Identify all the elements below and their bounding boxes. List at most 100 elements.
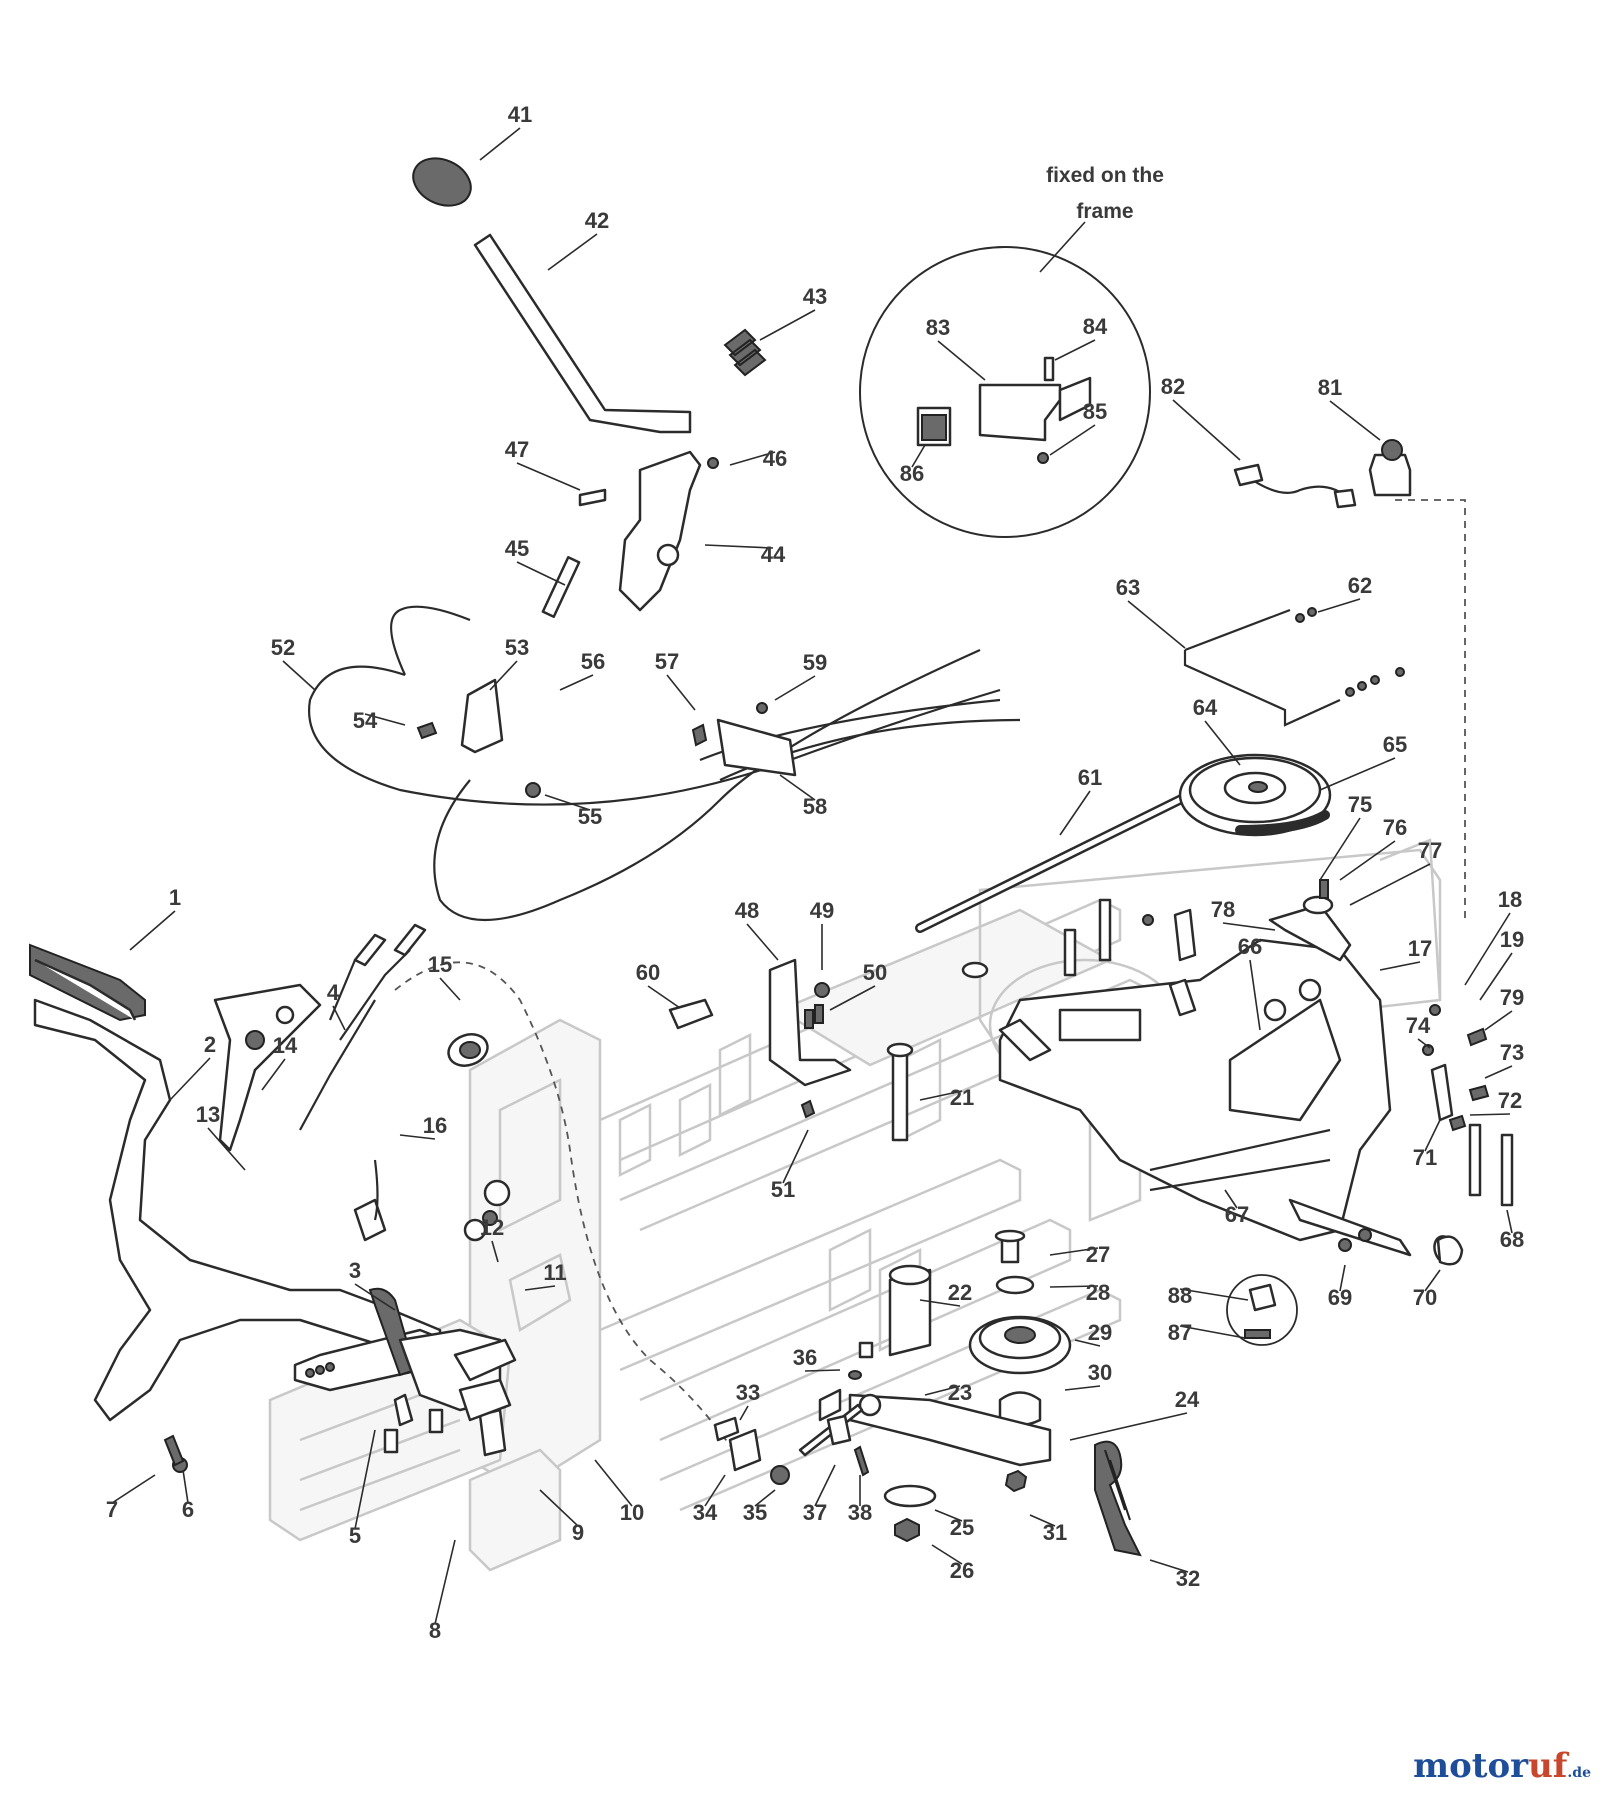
callout-leader-7 [111,1474,156,1504]
callout-number-72: 72 [1498,1088,1522,1113]
callout-number-29: 29 [1088,1320,1112,1345]
switch-parts [1233,439,1412,509]
callout-number-3: 3 [349,1258,361,1283]
callout-number-77: 77 [1418,838,1442,863]
callout-leader-46 [729,451,776,466]
callout-number-69: 69 [1328,1285,1352,1310]
callout-leader-10 [594,1459,633,1507]
rod-assembly [1183,607,1405,727]
callout-leader-78 [1222,922,1276,931]
pedal-assembly [29,943,517,1473]
callout-leader-32 [1149,1559,1189,1573]
bracket-48 [768,958,852,1119]
callout-leader-27 [1049,1247,1099,1256]
callout-number-7: 7 [106,1497,118,1522]
callout-leader-69 [1339,1264,1346,1292]
callout-number-71: 71 [1413,1145,1437,1170]
cable-route-dashed [394,961,741,1461]
callout-leader-50 [829,985,876,1011]
inset-note-line2: frame [1076,200,1133,223]
callout-leader-22 [919,1299,961,1307]
callout-leader-67 [1224,1189,1238,1209]
callout-number-43: 43 [803,284,827,309]
callout-leader-44 [704,544,774,549]
inset-small-circle [1226,1274,1298,1346]
callout-number-64: 64 [1193,695,1218,720]
callout-number-37: 37 [803,1500,827,1525]
callout-leader-73 [1484,1065,1513,1079]
callout-number-74: 74 [1406,1013,1431,1038]
idler-assembly [713,1229,1142,1557]
callout-number-15: 15 [428,952,452,977]
callout-leader-61 [1059,790,1091,836]
callout-number-47: 47 [505,437,529,462]
callout-number-62: 62 [1348,573,1372,598]
right-small-parts [1168,879,1514,1266]
callout-leader-52 [282,660,316,691]
callout-leader-34 [704,1474,726,1507]
callout-leader-17 [1379,961,1421,971]
callout-number-56: 56 [581,649,605,674]
callout-leader-3 [354,1283,396,1311]
callout-leader-68 [1506,1209,1513,1234]
callout-number-50: 50 [863,960,887,985]
callout-leader-71 [1424,1119,1441,1152]
callout-number-34: 34 [693,1500,718,1525]
callout-number-28: 28 [1086,1280,1110,1305]
inset-parts [916,356,1092,464]
callout-number-67: 67 [1225,1202,1249,1227]
callout-number-21: 21 [950,1085,974,1110]
callout-leader-84 [1054,339,1096,361]
callout-leader-4 [332,1005,346,1031]
callout-leader-62 [1317,598,1361,613]
shift-lever-assembly [412,157,767,618]
callout-leader-53 [489,660,518,691]
callout-leader-77 [1349,863,1431,906]
callout-number-51: 51 [771,1177,795,1202]
callout-leader-82 [1172,399,1241,461]
callout-leader-12 [491,1240,499,1263]
callout-leader-58 [779,774,816,801]
callout-leader-15 [439,977,461,1001]
callout-number-46: 46 [763,446,787,471]
callout-number-73: 73 [1500,1040,1524,1065]
callout-leader-75 [1319,817,1361,881]
callout-leader-64 [1204,720,1241,766]
callout-number-63: 63 [1116,575,1140,600]
callout-number-10: 10 [620,1500,644,1525]
callout-leader-8 [434,1539,456,1625]
callout-number-23: 23 [948,1380,972,1405]
callout-number-8: 8 [429,1618,441,1643]
callout-number-9: 9 [572,1520,584,1545]
callout-leader-13 [207,1127,246,1171]
callout-leader-60 [647,985,681,1009]
callout-leader-18 [1464,912,1511,986]
callout-leader-26 [931,1544,963,1565]
callout-leader-36 [804,1369,841,1372]
callout-number-42: 42 [585,208,609,233]
callout-leader-51 [782,1129,809,1184]
callout-number-11: 11 [543,1260,566,1285]
callout-leader-25 [934,1509,963,1522]
callout-leader-59 [774,675,816,701]
callout-number-65: 65 [1383,732,1407,757]
callout-number-2: 2 [204,1032,216,1057]
callout-number-17: 17 [1408,936,1432,961]
callout-number-13: 13 [196,1102,220,1127]
callout-number-61: 61 [1078,765,1102,790]
callout-leader-72 [1469,1113,1511,1116]
callout-number-41: 41 [508,102,532,127]
callout-number-86: 86 [900,461,924,486]
callout-number-87: 87 [1168,1320,1192,1345]
cable-assembly [308,605,1021,1030]
callout-number-38: 38 [848,1500,872,1525]
callout-number-45: 45 [505,536,529,561]
callout-leader-66 [1249,959,1261,1031]
callout-number-4: 4 [327,980,340,1005]
bolts [886,898,1197,1142]
callout-number-83: 83 [926,315,950,340]
callout-number-44: 44 [761,542,786,567]
callout-leader-70 [1424,1269,1441,1292]
callout-leader-37 [814,1464,836,1507]
callout-number-31: 31 [1043,1520,1067,1545]
